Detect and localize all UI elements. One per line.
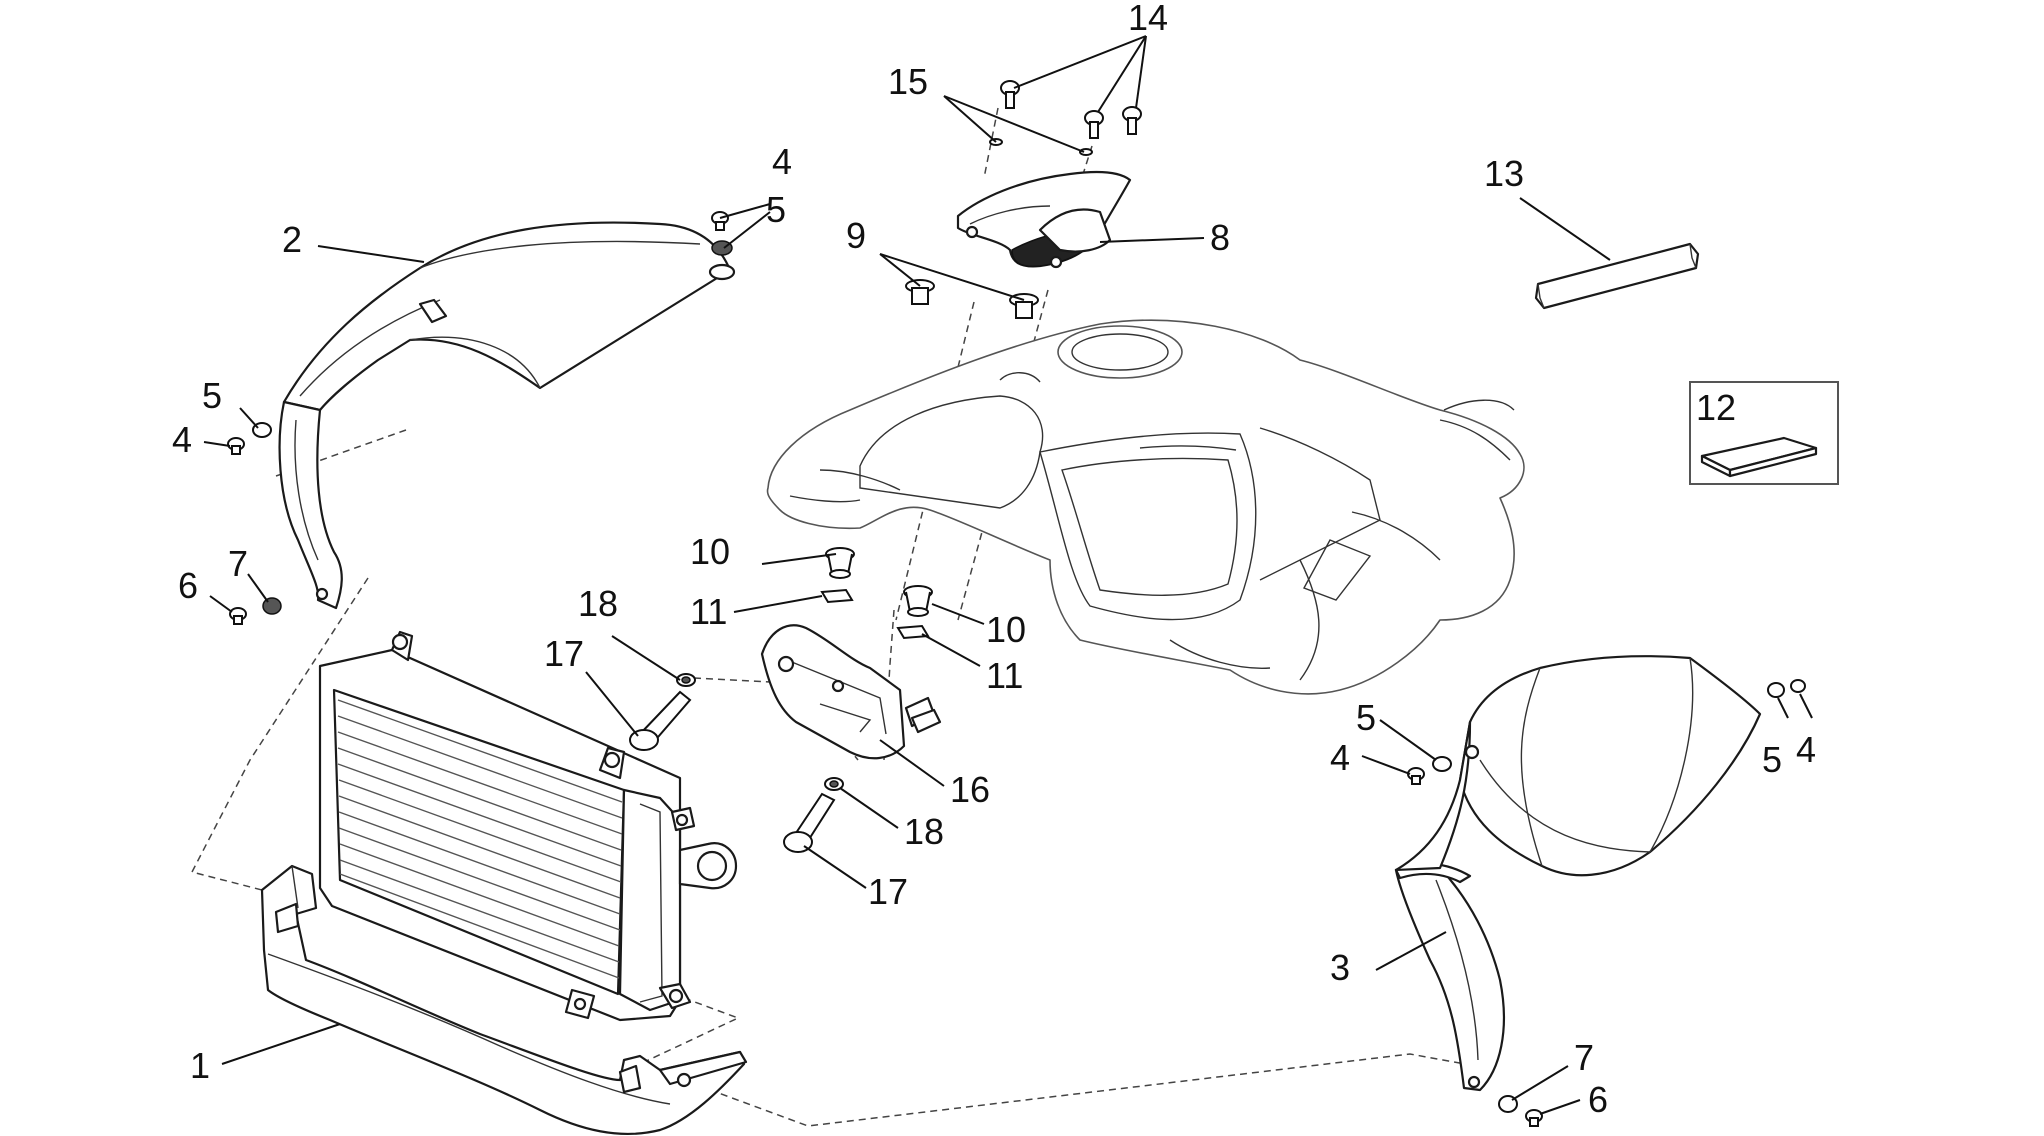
callout-10-left: 10 [690,531,730,572]
spacer-9a [905,279,935,305]
part-2-left-upper-panel [278,221,736,610]
screw-6a [229,607,247,625]
callout-17-top: 17 [544,633,584,674]
screw-6b [1525,1109,1543,1127]
callout-16: 16 [950,769,990,810]
callout-5-right-a: 5 [1356,697,1376,738]
callout-4-right-b: 4 [1796,729,1816,770]
radiator-fins [337,699,623,979]
callout-1: 1 [190,1045,210,1086]
bolt-17b [783,792,836,853]
screw-4b [227,437,245,455]
radiator [318,630,738,1022]
grommet-10a [825,547,855,579]
callout-labels: 1 2 3 4 5 5 4 6 7 8 9 10 10 11 11 12 13 … [172,0,1816,1120]
washer-5c [1432,756,1452,772]
part-3-right-panel [1394,655,1762,1092]
callout-15: 15 [888,61,928,102]
part-1-lower-spoiler [260,864,748,1136]
callout-6-right: 6 [1588,1079,1608,1120]
part-8-front-cover [956,170,1132,269]
hardware [227,80,1806,1127]
callout-18-bottom: 18 [904,811,944,852]
callout-6-left: 6 [178,565,198,606]
part-12-kit-box [1689,381,1839,485]
screw-14a [1000,80,1020,109]
callout-3: 3 [1330,947,1350,988]
callout-7-left: 7 [228,543,248,584]
callout-13: 13 [1484,153,1524,194]
callout-5-left: 5 [202,375,222,416]
screw-4c [1407,767,1425,785]
callout-17-bottom: 17 [868,871,908,912]
washer-18b [824,777,844,791]
callout-7-right: 7 [1574,1037,1594,1078]
screw-14c [1122,106,1142,135]
washer-15b [1079,148,1093,156]
callout-9: 9 [846,215,866,256]
callout-4-left: 4 [172,419,192,460]
grommet-10b [903,585,933,617]
clip-11a [820,588,854,604]
washer-5d [1767,682,1785,698]
callout-18-top: 18 [578,583,618,624]
part-13-trim-strip [1534,242,1700,310]
callout-4-top: 4 [772,141,792,182]
washer-18a [676,673,696,687]
clip-11b [896,624,930,640]
leader-lines [203,35,1813,1115]
screw-4d [1790,679,1806,693]
callout-11-left: 11 [690,591,727,632]
part-16-bracket [760,624,942,760]
callout-10-right: 10 [986,609,1026,650]
callout-8: 8 [1210,217,1230,258]
callout-11-right: 11 [986,655,1023,696]
screw-14b [1084,110,1104,139]
callout-14: 14 [1128,0,1168,38]
callout-2: 2 [282,219,302,260]
screw-4a [711,211,729,231]
callout-12: 12 [1696,387,1736,428]
bolt-17a [629,690,692,751]
callout-5-right-b: 5 [1762,739,1782,780]
tank-cover-assembly [766,319,1525,695]
callout-5-top: 5 [766,189,786,230]
callout-4-right-a: 4 [1330,737,1350,778]
